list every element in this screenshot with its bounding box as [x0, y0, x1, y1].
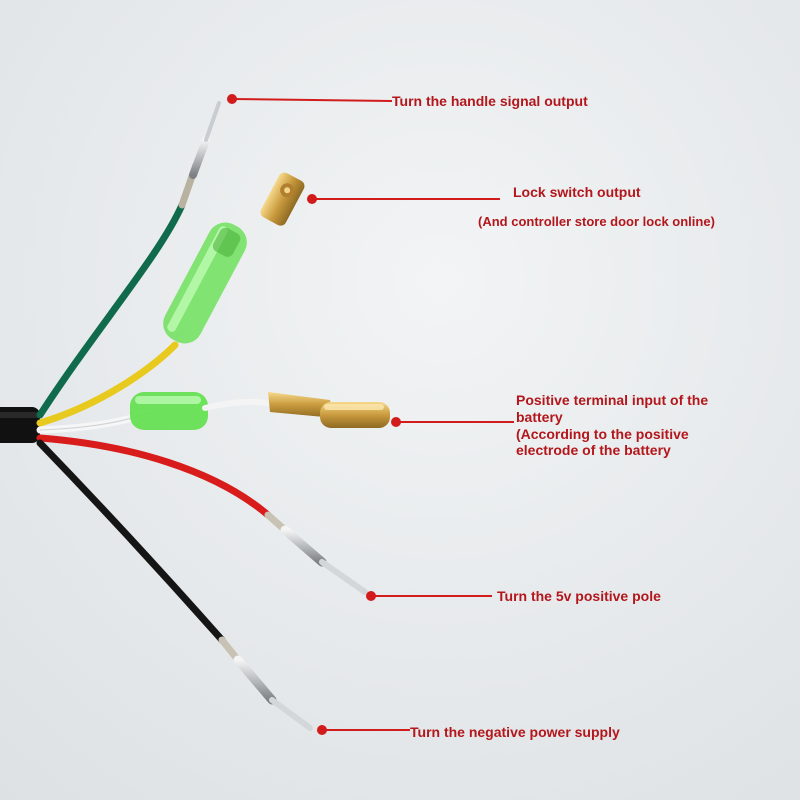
lock-switch-label: Lock switch output [513, 184, 641, 200]
callout-negative [317, 725, 410, 735]
battery-label-line1: Positive terminal input of the [516, 392, 709, 408]
lock-switch-note: (And controller store door lock online) [478, 214, 715, 229]
five-volt-label: Turn the 5v positive pole [497, 588, 661, 604]
yellow-wire [36, 341, 179, 427]
battery-label-line4: electrode of the battery [516, 442, 671, 458]
white-wire [36, 392, 390, 434]
negative-supply-label: Turn the negative power supply [410, 724, 620, 740]
cable-sheath [0, 407, 40, 443]
battery-label-line2: battery [516, 409, 563, 425]
lock-terminal [163, 172, 305, 344]
red-wire [36, 434, 368, 595]
callout-five-volt [366, 591, 492, 601]
black-wire [36, 439, 313, 731]
battery-label-line3: (According to the positive [516, 426, 689, 442]
green-wire [36, 101, 221, 419]
callout-lock-switch [307, 194, 500, 204]
callout-handle-signal [227, 94, 393, 104]
handle-signal-label: Turn the handle signal output [392, 93, 588, 109]
callout-battery [391, 417, 514, 427]
